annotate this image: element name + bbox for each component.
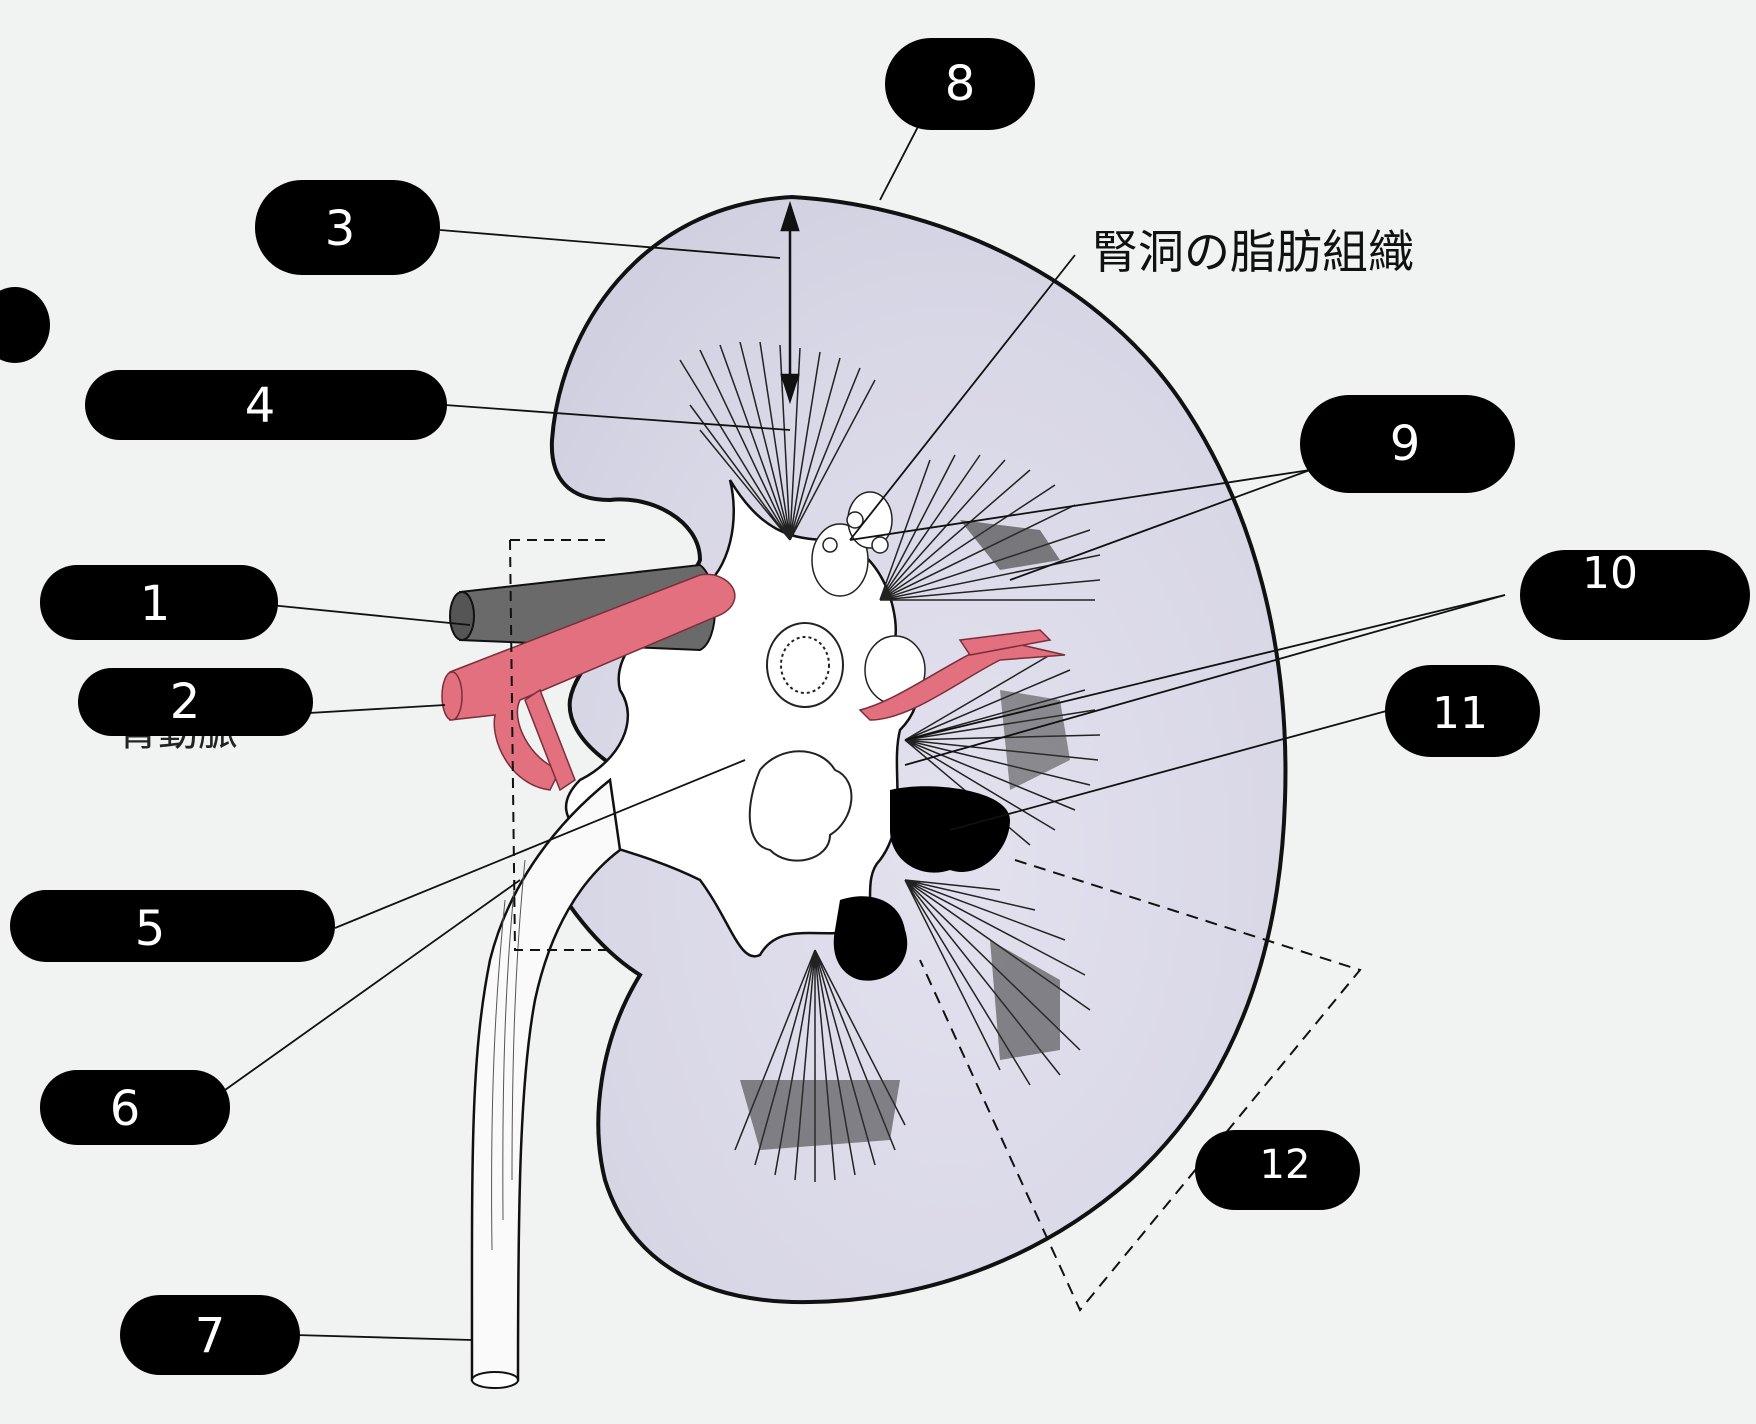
marker-7: 7 [120,1295,300,1375]
marker-2: 2 [78,668,313,736]
marker-11: 11 [1385,665,1540,757]
svg-text:10: 10 [1582,548,1638,599]
svg-text:8: 8 [945,56,976,112]
pyramid-top [679,341,876,541]
marker-8: 8 [885,38,1035,130]
ureter-opening [471,1371,519,1389]
svg-text:7: 7 [195,1308,226,1364]
svg-text:4: 4 [245,378,276,434]
svg-text:9: 9 [1390,416,1421,472]
sinus-fat-cluster [811,491,926,705]
marker-6: 6 [40,1070,230,1145]
svg-text:3: 3 [325,201,356,257]
marker-12: 12 [1195,1130,1360,1210]
hilum-dashed-box [509,539,610,951]
svg-text:2: 2 [170,674,201,730]
marker-10: 10 [1520,548,1750,640]
marker-5: 5 [10,890,335,962]
renal-artery [441,573,1066,792]
pyramid-lower-right [904,879,1091,1086]
marker-9: 9 [1300,395,1515,493]
svg-text:12: 12 [1260,1142,1311,1188]
renal-pyramids [679,341,1101,1182]
calyx-sections [748,622,853,862]
svg-text:1: 1 [140,576,171,632]
svg-text:11: 11 [1432,688,1488,739]
marker-1: 1 [40,565,278,640]
svg-text:6: 6 [110,1081,141,1137]
cortex-thickness-arrow [780,200,800,405]
stray-ink-dot [0,287,50,363]
dark-sinus-space-lower [833,896,908,981]
ureter [470,777,622,1382]
marker-3: 3 [255,180,440,275]
sinus-fat-label: 腎洞の脂肪組織 [1092,225,1414,279]
svg-text:5: 5 [135,901,166,957]
pyramid-bottom [734,949,906,1182]
ureter-hatching [491,859,526,1251]
marker-4: 4 [85,370,447,440]
